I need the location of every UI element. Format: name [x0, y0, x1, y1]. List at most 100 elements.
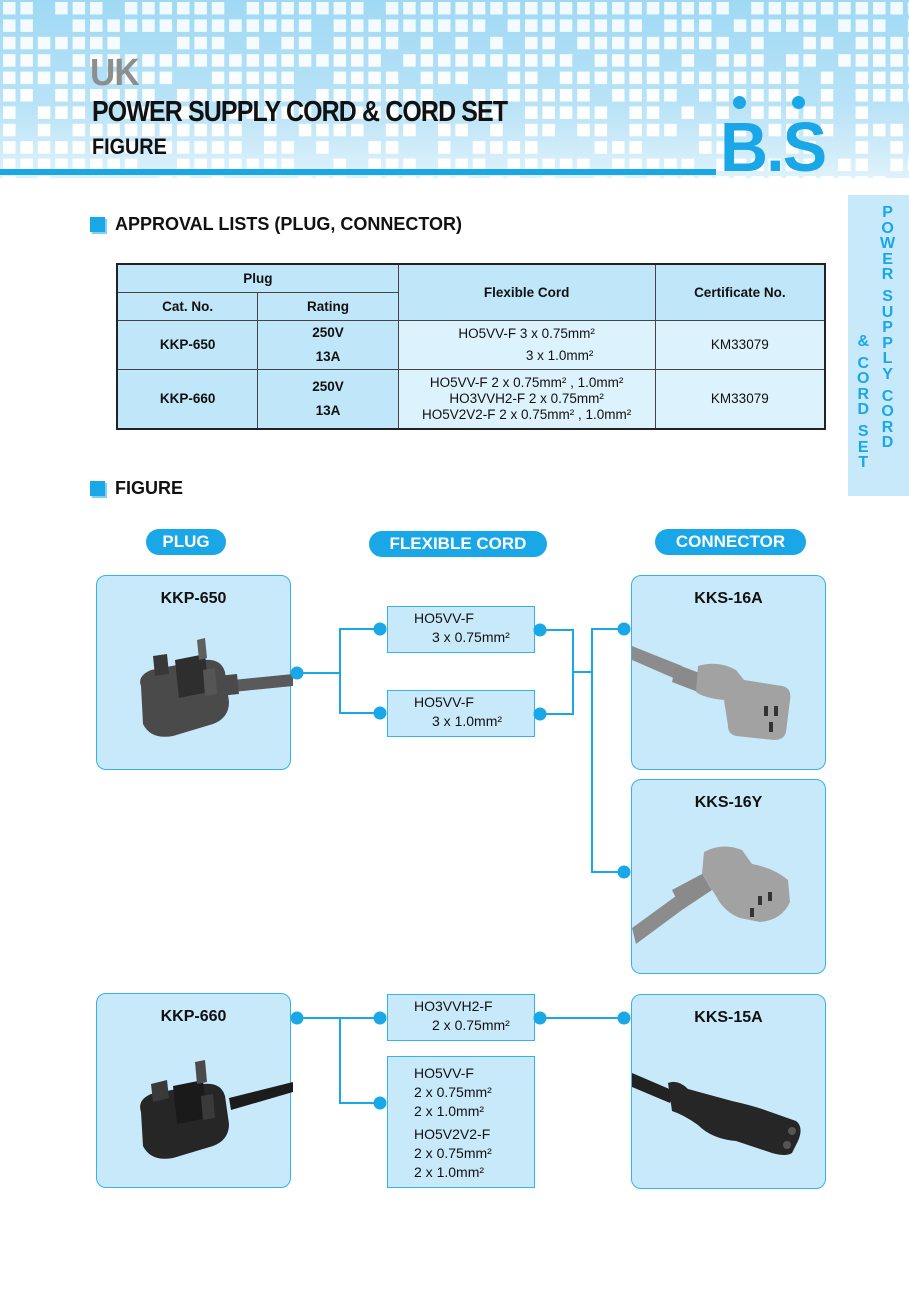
- grid-cell: [455, 158, 468, 172]
- grid-cell: [577, 123, 590, 137]
- grid-cell: [298, 19, 312, 32]
- c13-connector-icon: [632, 646, 791, 740]
- plug-name: KKP-660: [160, 1008, 227, 1025]
- grid-cell: [681, 54, 695, 67]
- grid-cell: [194, 2, 207, 15]
- grid-cell: [525, 106, 538, 119]
- grid-cell: [333, 158, 347, 172]
- side-tab-letter: E: [857, 438, 869, 456]
- grid-cell: [37, 54, 51, 67]
- grid-cell: [472, 158, 486, 172]
- grid-cell: [281, 106, 294, 119]
- grid-cell: [612, 89, 625, 102]
- grid-cell: [803, 36, 816, 50]
- brand-logo: B.S: [720, 108, 827, 178]
- grid-cell: [873, 2, 886, 15]
- approval-section-heading: APPROVAL LISTS (PLUG, CONNECTOR): [90, 214, 462, 235]
- side-tab-letter: E: [882, 250, 893, 268]
- grid-cell: [542, 123, 555, 137]
- grid-cell: [438, 19, 451, 32]
- grid-cell: [333, 123, 347, 137]
- grid-cell: [124, 71, 138, 85]
- cord-box: HO5VV-F 2 x 0.75mm² 2 x 1.0mm² HO5V2V2-F…: [387, 1056, 535, 1188]
- wire: [591, 871, 624, 873]
- flexible-cord-cell: HO5VV-F 3 x 0.75mm² 3 x 1.0mm²: [397, 319, 656, 370]
- grid-cell: [751, 176, 764, 178]
- junction-dot: [290, 1011, 304, 1025]
- grid-cell: [142, 19, 155, 32]
- rating-current: 13A: [315, 348, 341, 364]
- grid-cell: [211, 2, 225, 15]
- grid-cell: [107, 71, 120, 85]
- grid-cell: [577, 89, 590, 102]
- grid-cell: [681, 71, 695, 85]
- grid-cell: [646, 176, 660, 178]
- grid-cell: [803, 123, 816, 137]
- grid-cell: [438, 123, 451, 137]
- grid-cell: [194, 158, 207, 172]
- connector-name: KKS-16Y: [694, 794, 763, 811]
- cord-box: HO5VV-F 3 x 0.75mm²: [387, 606, 535, 653]
- wire: [591, 628, 593, 873]
- grid-cell: [142, 71, 155, 85]
- cord-size: 2 x 0.75mm²: [414, 1084, 492, 1100]
- grid-cell: [751, 106, 764, 119]
- grid-cell: [699, 36, 712, 50]
- grid-cell: [229, 158, 242, 172]
- grid-cell: [646, 71, 660, 85]
- grid-cell: [438, 176, 451, 178]
- grid-cell: [838, 54, 851, 67]
- grid-cell: [194, 123, 207, 137]
- grid-cell: [907, 89, 909, 102]
- grid-cell: [681, 176, 695, 178]
- grid-cell: [368, 54, 381, 67]
- grid-cell: [542, 89, 555, 102]
- grid-cell: [699, 123, 712, 137]
- grid-cell: [55, 89, 68, 102]
- c7-connector-icon: [632, 1073, 801, 1155]
- side-tab-letter: Y: [882, 365, 893, 383]
- grid-cell: [786, 158, 799, 172]
- grid-cell: [768, 71, 782, 85]
- grid-cell: [368, 71, 381, 85]
- column-label-plug: PLUG: [146, 529, 226, 555]
- grid-cell: [351, 2, 364, 15]
- grid-cell: [699, 71, 712, 85]
- grid-cell: [594, 176, 608, 178]
- grid-cell: [72, 71, 86, 85]
- grid-cell: [385, 19, 399, 32]
- wire: [339, 628, 380, 630]
- grid-cell: [420, 176, 434, 178]
- grid-cell: [107, 36, 120, 50]
- grid-cell: [246, 71, 260, 85]
- grid-cell: [403, 89, 416, 102]
- cord-type: HO5VV-F: [414, 610, 474, 626]
- grid-cell: [768, 19, 782, 32]
- grid-cell: [507, 54, 521, 67]
- grid-cell: [211, 176, 225, 178]
- grid-cell: [507, 2, 521, 15]
- grid-cell: [751, 19, 764, 32]
- grid-cell: [211, 36, 225, 50]
- grid-cell: [177, 106, 190, 119]
- grid-cell: [316, 176, 329, 178]
- grid-cell: [490, 123, 503, 137]
- grid-cell: [803, 141, 816, 154]
- grid-cell: [542, 176, 555, 178]
- grid-cell: [472, 2, 486, 15]
- col-header-cat-no: Cat. No.: [116, 291, 259, 321]
- side-tab-letter: R: [881, 266, 894, 284]
- grid-cell: [124, 106, 138, 119]
- side-tab-letter: R: [857, 385, 869, 403]
- grid-cell: [281, 54, 294, 67]
- grid-cell: [525, 2, 538, 15]
- grid-cell: [455, 54, 468, 67]
- grid-cell: [507, 176, 521, 178]
- grid-cell: [855, 123, 869, 137]
- grid-cell: [907, 36, 909, 50]
- approval-heading-label: APPROVAL LISTS (PLUG, CONNECTOR): [115, 214, 463, 234]
- grid-cell: [72, 19, 86, 32]
- side-tab-letter: T: [858, 454, 869, 472]
- grid-cell: [385, 2, 399, 15]
- grid-cell: [803, 106, 816, 119]
